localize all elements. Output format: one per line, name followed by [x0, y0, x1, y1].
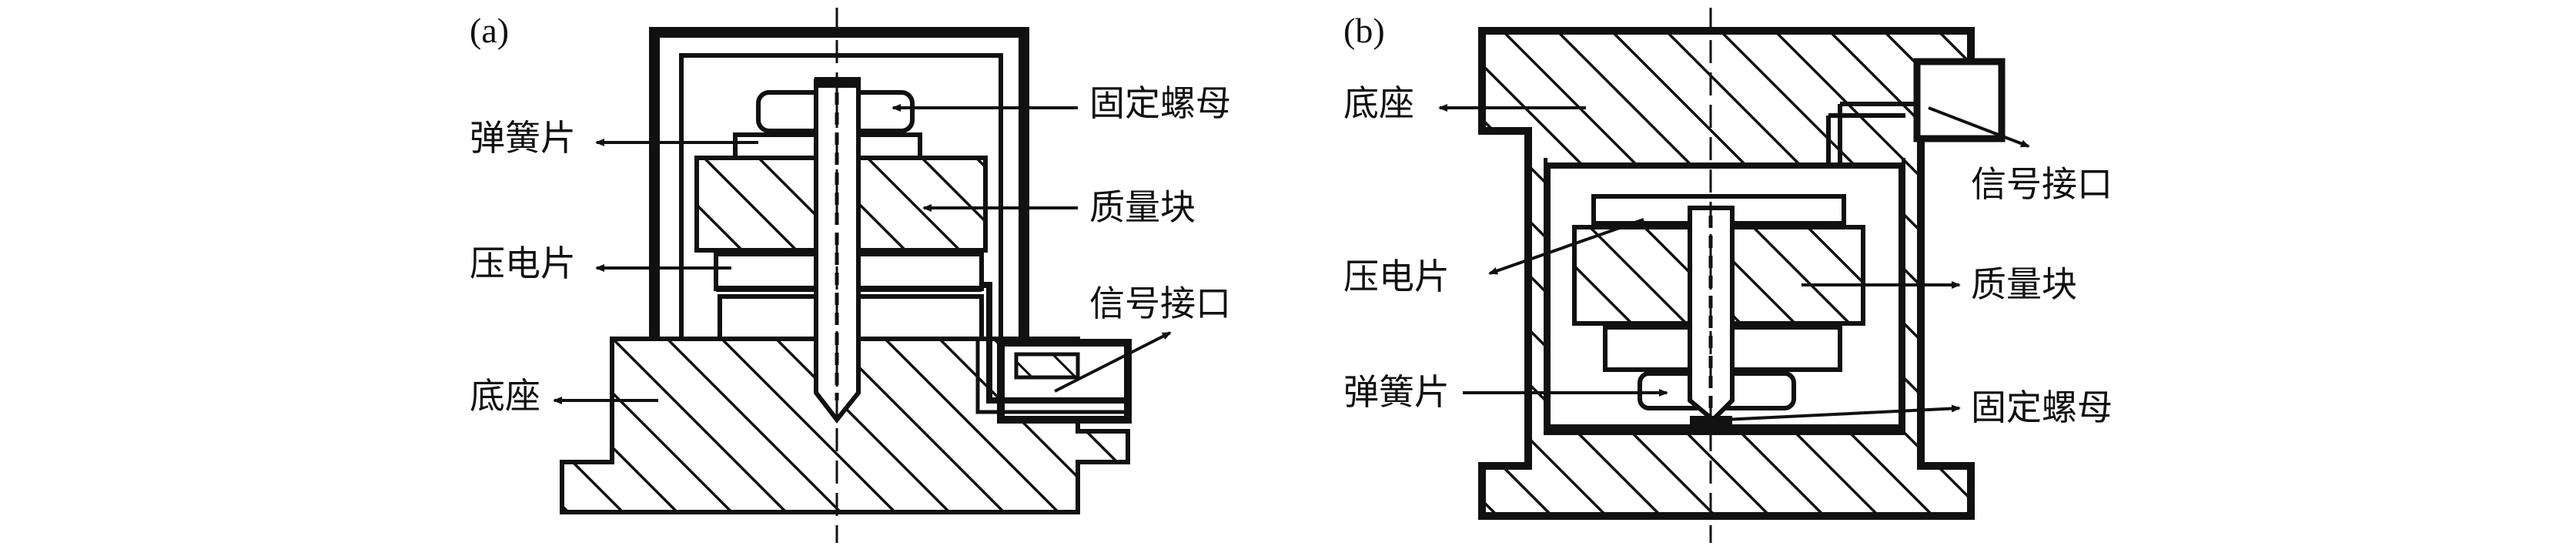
panel-a-label-mass: 质量块 — [1089, 186, 1196, 228]
panel-a-label-signal: 信号接口 — [1089, 283, 1231, 324]
panel-b-arrow-piezo — [1488, 218, 1644, 275]
panel-b-label-mass: 质量块 — [1971, 263, 2077, 305]
panel-b-label-spring: 弹簧片 — [1343, 371, 1450, 413]
panel-b-label-base: 底座 — [1343, 82, 1414, 124]
panel-b-nut — [1690, 416, 1732, 430]
panel-a-housing — [649, 27, 1029, 343]
panel-b-label-signal: 信号接口 — [1971, 163, 2113, 205]
panel-a-arrow-signal — [1054, 331, 1172, 393]
panel-b-arrow-nut — [1724, 404, 1961, 421]
panel-b: (b) 底座 压电片 弹簧片 信号接 — [1343, 8, 2113, 543]
panel-b-arrow-signal — [1928, 106, 2030, 148]
panel-a: (a) 弹簧片 压电片 底座 — [470, 8, 1231, 543]
panel-b-tag: (b) — [1343, 11, 1385, 50]
panel-a-label-spring: 弹簧片 — [470, 117, 576, 159]
panel-a-label-piezo: 压电片 — [470, 243, 576, 284]
panel-a-label-base: 底座 — [470, 375, 540, 417]
panel-b-label-nut: 固定螺母 — [1971, 387, 2113, 428]
panel-a-tag: (a) — [470, 11, 509, 50]
panel-b-signal-connector — [1826, 58, 2006, 254]
panel-a-label-nut: 固定螺母 — [1089, 82, 1231, 124]
panel-a-housing-inner — [679, 53, 1003, 343]
panel-b-label-piezo: 压电片 — [1343, 256, 1450, 297]
